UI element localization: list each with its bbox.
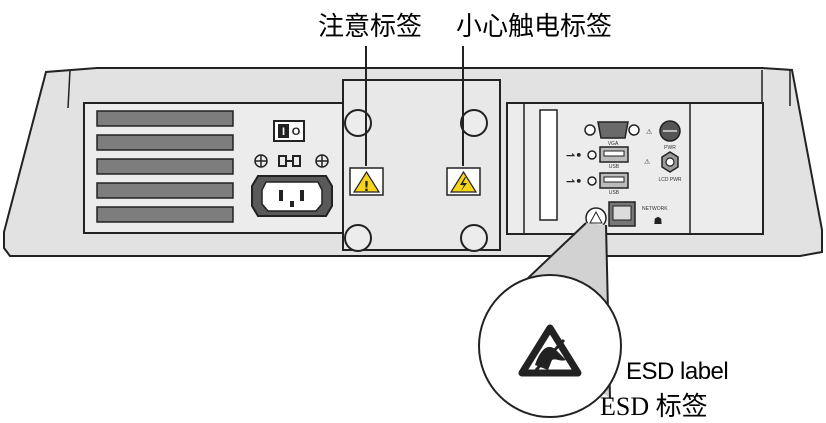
usb-trident-icon: ⇀• xyxy=(566,149,582,162)
svg-text:PWR: PWR xyxy=(664,145,676,151)
shock-label-caption: 小心触电标签 xyxy=(456,12,613,42)
card-slot xyxy=(539,109,558,221)
thumbscrew[interactable] xyxy=(460,224,488,252)
thumbscrew[interactable] xyxy=(344,109,372,137)
lcd-power-connector[interactable]: ⚠ LCD PWR xyxy=(644,151,682,183)
power-switch[interactable]: I O xyxy=(273,120,305,142)
lightning-triangle-icon xyxy=(460,177,467,191)
expansion-slot xyxy=(96,182,234,199)
svg-text:I: I xyxy=(282,126,285,138)
esd-label-enlarged xyxy=(478,274,622,418)
caution-label-caption: 注意标签 xyxy=(318,12,423,42)
expansion-slot xyxy=(96,158,234,175)
center-module xyxy=(342,79,501,251)
thumbscrew[interactable] xyxy=(344,224,372,252)
exclamation-triangle-icon: ! xyxy=(364,180,370,195)
svg-text:USB: USB xyxy=(609,190,620,196)
svg-text:VGA: VGA xyxy=(608,141,619,147)
esd-hand-triangle-icon xyxy=(518,324,582,377)
svg-text:LCD PWR: LCD PWR xyxy=(658,177,681,183)
thumbscrew[interactable] xyxy=(460,109,488,137)
svg-text:USB: USB xyxy=(609,164,620,170)
usb-trident-icon: ⇀• xyxy=(566,175,582,188)
svg-text:O: O xyxy=(292,126,301,138)
power-button[interactable]: PWR xyxy=(659,120,681,151)
network-icon: ☗ xyxy=(654,216,663,227)
caution-label: ! xyxy=(349,167,384,196)
svg-text:NETWORK: NETWORK xyxy=(642,206,668,212)
ground-mark: ⚠ xyxy=(646,128,653,136)
svg-text:⚠: ⚠ xyxy=(644,158,651,166)
fuse-symbol xyxy=(278,155,301,167)
usb-port-2[interactable]: ⇀• USB xyxy=(566,172,629,196)
esd-label-caption-zh: ESD 标签 xyxy=(600,392,708,421)
usb-port-1[interactable]: ⇀• USB xyxy=(566,146,629,170)
ac-power-inlet[interactable] xyxy=(251,175,333,217)
expansion-slot xyxy=(96,110,234,127)
esd-label-caption-en: ESD label xyxy=(626,358,729,385)
ground-symbol-left xyxy=(254,154,268,168)
shock-label xyxy=(446,167,481,196)
ground-symbol-right xyxy=(315,154,329,168)
network-port[interactable]: NETWORK ☗ xyxy=(608,201,668,227)
expansion-slot xyxy=(96,206,234,223)
vga-port[interactable]: VGA xyxy=(584,121,640,147)
expansion-slot xyxy=(96,134,234,151)
